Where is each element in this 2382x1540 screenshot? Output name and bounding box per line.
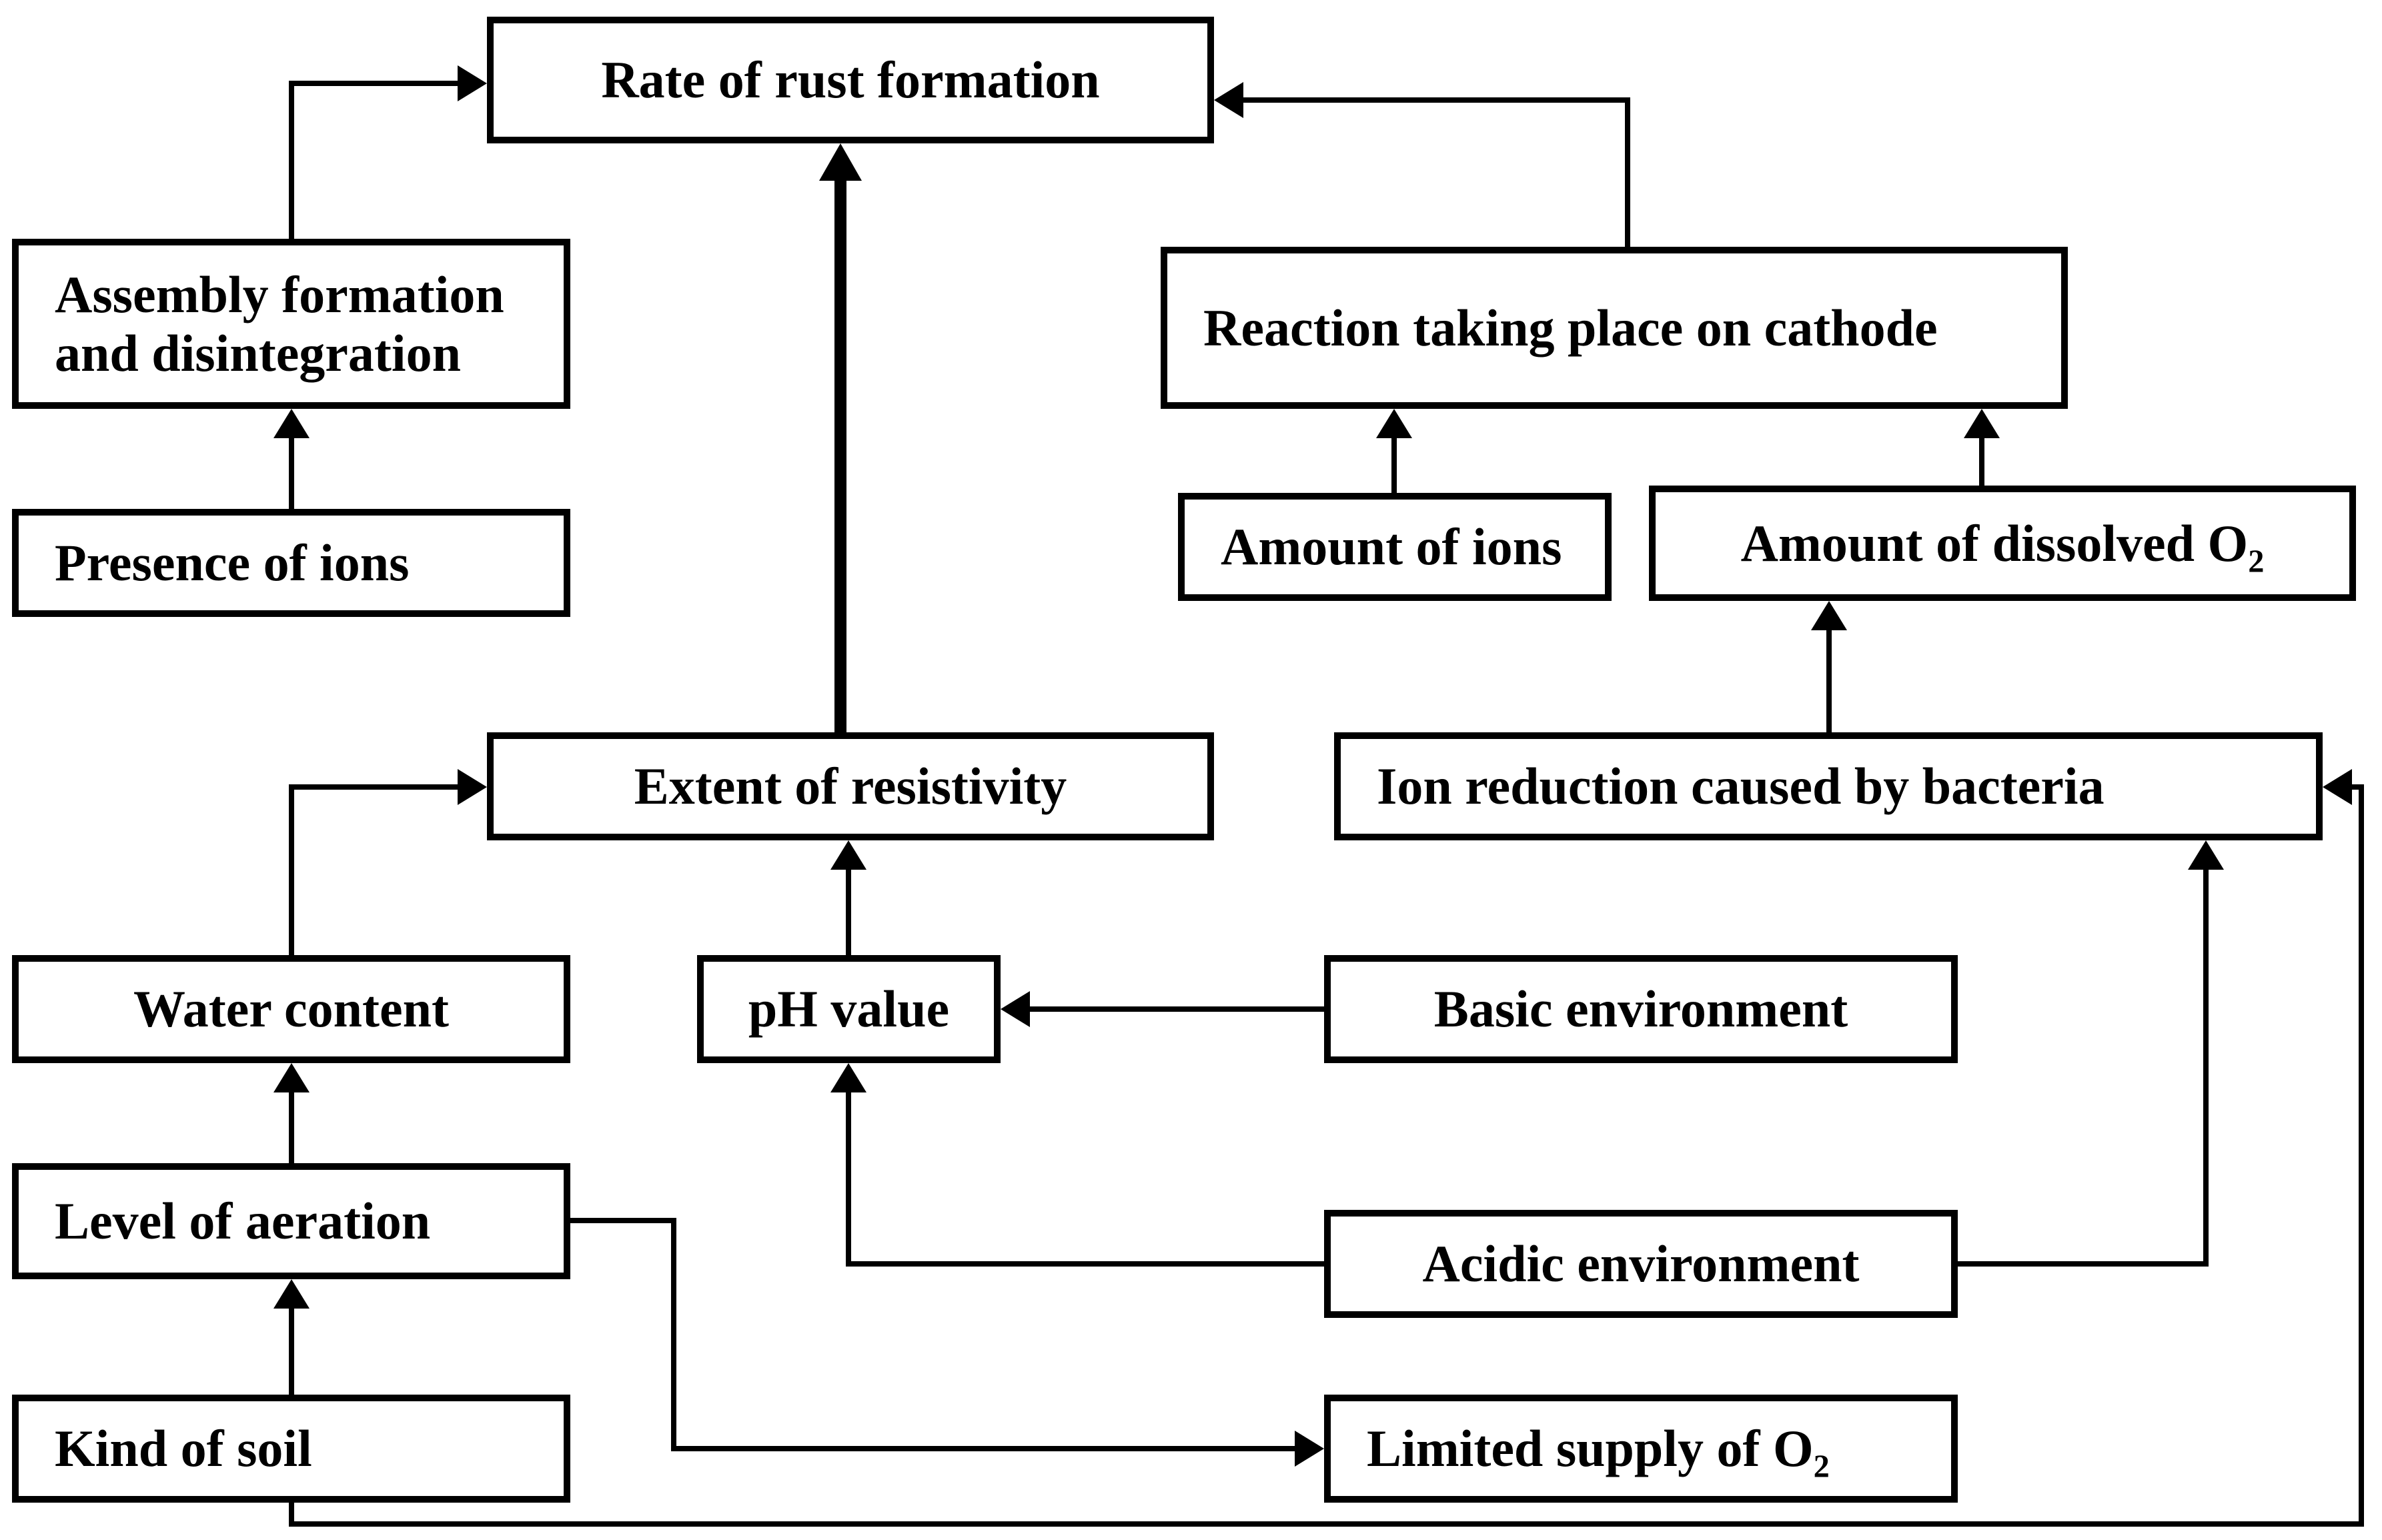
edge-acidic-to-ph-arrowhead-icon (830, 1063, 866, 1092)
node-label: Amount of ions (1221, 518, 1562, 576)
node-label: Assembly formation and disintegration (55, 265, 504, 382)
node-label: Extent of resistivity (634, 757, 1067, 816)
node-ion-reduction-caused-by-bacteria: Ion reduction caused by bacteria (1334, 732, 2323, 840)
node-kind-of-soil: Kind of soil (12, 1395, 570, 1503)
node-label: pH value (748, 980, 950, 1038)
node-label: Presence of ions (55, 534, 410, 592)
node-label: Ion reduction caused by bacteria (1377, 757, 2105, 816)
node-rate-of-rust-formation: Rate of rust formation (487, 17, 1214, 143)
edge-acidic-to-ion-reduction-line (2203, 866, 2209, 1267)
edge-kind-to-ion-reduction-arrowhead-icon (2323, 769, 2352, 805)
edge-extent-to-rate-thick-line (834, 175, 846, 732)
edge-water-to-extent-line (289, 784, 294, 958)
edge-basic-to-ph-line (1026, 1006, 1327, 1012)
edge-ion-reduction-to-amount-o2-line (1826, 626, 1832, 735)
node-label: Limited supply of O2 (1367, 1419, 1830, 1485)
edge-extent-to-rate-arrowhead-icon (819, 143, 862, 181)
node-amount-of-ions: Amount of ions (1178, 493, 1612, 601)
edge-reaction-to-rate-line (1239, 97, 1630, 103)
node-label: Reaction taking place on cathode (1203, 298, 1938, 357)
node-label: Level of aeration (55, 1192, 431, 1251)
edge-assembly-to-rate-line (289, 81, 460, 86)
node-reaction-taking-place-on-cathode: Reaction taking place on cathode (1161, 247, 2068, 409)
node-ph-value: pH value (697, 955, 1001, 1063)
edge-level-to-limited-o2-line (568, 1218, 674, 1223)
edge-level-to-water-line (289, 1088, 294, 1166)
edge-level-to-limited-o2-line (671, 1218, 676, 1451)
edge-acidic-to-ph-line (846, 1088, 851, 1267)
subscript: 2 (1813, 1449, 1830, 1485)
node-amount-of-dissolved-o2: Amount of dissolved O2 (1649, 486, 2356, 601)
node-label: Acidic environment (1422, 1235, 1860, 1293)
edge-reaction-to-rate-line (1625, 97, 1630, 249)
edge-water-to-extent-arrowhead-icon (458, 769, 487, 805)
edge-kind-to-level-arrowhead-icon (273, 1279, 310, 1309)
edge-level-to-water-arrowhead-icon (273, 1063, 310, 1092)
edge-assembly-to-rate-arrowhead-icon (458, 65, 487, 101)
edge-presence-to-assembly-line (289, 434, 294, 512)
edge-reaction-to-rate-arrowhead-icon (1214, 82, 1243, 118)
edge-ph-to-extent-arrowhead-icon (830, 840, 866, 870)
node-label: Kind of soil (55, 1419, 312, 1478)
node-label: Basic environment (1433, 980, 1848, 1038)
node-basic-environment: Basic environment (1324, 955, 1958, 1063)
edge-basic-to-ph-arrowhead-icon (1001, 991, 1030, 1027)
node-label: Rate of rust formation (601, 51, 1100, 109)
edge-acidic-to-ion-reduction-arrowhead-icon (2188, 840, 2224, 870)
edge-ion-reduction-to-amount-o2-arrowhead-icon (1811, 601, 1847, 630)
edge-assembly-to-rate-line (289, 81, 294, 241)
edge-kind-to-ion-reduction-line (2359, 784, 2364, 1527)
edge-presence-to-assembly-arrowhead-icon (273, 409, 310, 438)
node-presence-of-ions: Presence of ions (12, 509, 570, 617)
edge-amount-ions-to-reaction-arrowhead-icon (1376, 409, 1412, 438)
edge-kind-to-ion-reduction-line (2348, 784, 2364, 790)
edge-amount-o2-to-reaction-arrowhead-icon (1964, 409, 2000, 438)
edge-amount-ions-to-reaction-line (1391, 434, 1397, 496)
node-acidic-environment: Acidic environment (1324, 1210, 1958, 1318)
node-label: Amount of dissolved O2 (1740, 514, 2265, 580)
node-assembly-formation-and-disintegration: Assembly formation and disintegration (12, 239, 570, 409)
node-water-content: Water content (12, 955, 570, 1063)
edge-kind-to-level-line (289, 1305, 294, 1397)
node-level-of-aeration: Level of aeration (12, 1163, 570, 1279)
node-label: Water content (133, 980, 449, 1038)
edge-level-to-limited-o2-arrowhead-icon (1295, 1431, 1324, 1467)
edge-ph-to-extent-line (846, 866, 851, 958)
edge-amount-o2-to-reaction-line (1979, 434, 1984, 488)
node-extent-of-resistivity: Extent of resistivity (487, 732, 1214, 840)
edge-water-to-extent-line (289, 784, 460, 790)
edge-kind-to-ion-reduction-line (289, 1500, 294, 1527)
edge-acidic-to-ph-line (846, 1261, 1327, 1267)
edge-level-to-limited-o2-line (671, 1446, 1297, 1451)
subscript: 2 (2248, 544, 2265, 580)
edge-kind-to-ion-reduction-line (289, 1521, 2364, 1527)
node-limited-supply-of-o2: Limited supply of O2 (1324, 1395, 1958, 1503)
edge-acidic-to-ion-reduction-line (1955, 1261, 2209, 1267)
